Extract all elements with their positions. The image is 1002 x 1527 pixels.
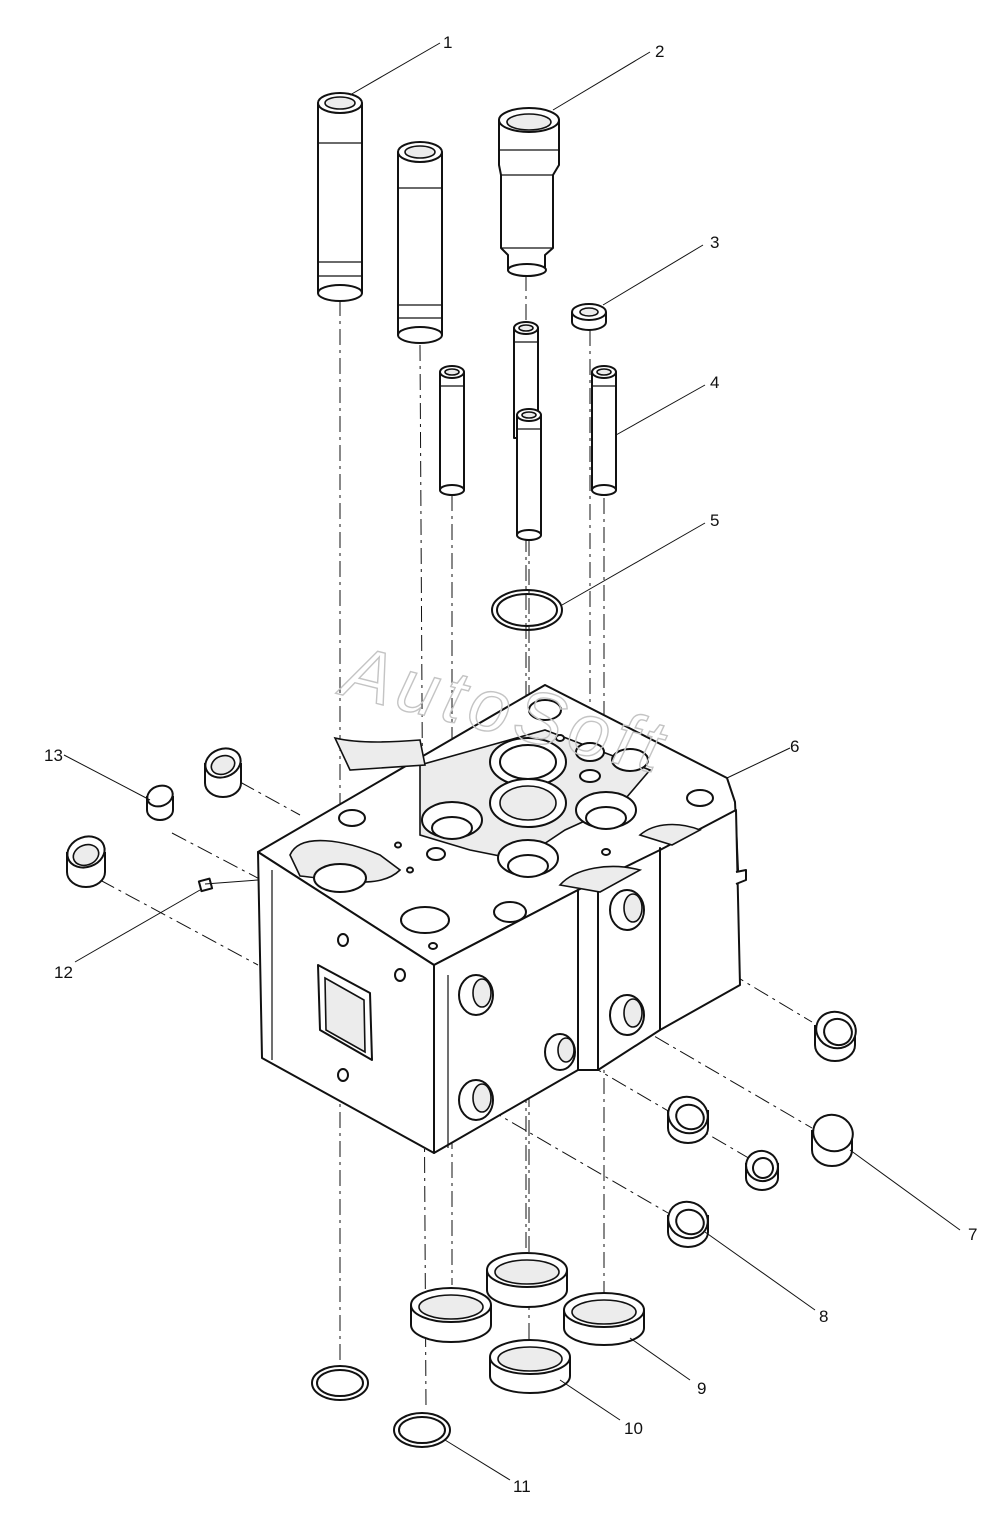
callout-11: 11 (513, 1477, 531, 1496)
nozzle-holder-sleeve-2 (498, 107, 560, 277)
callout-2: 2 (655, 42, 664, 61)
core-plug-left-lower (66, 835, 106, 888)
callout-7: 7 (968, 1225, 977, 1244)
core-plug-left-upper (204, 747, 242, 798)
valve-seat-ring-9 (563, 1292, 645, 1346)
callout-6: 6 (790, 737, 799, 756)
valve-guide-4a (439, 365, 465, 496)
plug-7 (811, 1113, 854, 1167)
injector-sleeve-1a (317, 92, 363, 302)
injector-sleeve-1b (397, 141, 443, 344)
valve-guide-4d (591, 365, 617, 496)
callout-1: 1 (443, 33, 452, 52)
callout-13: 13 (44, 746, 63, 765)
cylinder-head-6 (257, 684, 747, 1154)
seal-ring-11 (393, 1412, 451, 1448)
callout-labels: 1 2 3 4 5 6 7 8 9 10 11 12 13 (44, 33, 977, 1496)
cup-plug-mid-upper (667, 1095, 709, 1144)
plug-13 (146, 784, 174, 821)
seal-ring-3 (571, 303, 607, 331)
valve-seat-ring-b (410, 1287, 492, 1343)
callout-5: 5 (710, 511, 719, 530)
callout-12: 12 (54, 963, 73, 982)
callout-8: 8 (819, 1307, 828, 1326)
cup-plug-8 (667, 1200, 709, 1248)
pin-12 (197, 877, 214, 893)
cup-plug-small (745, 1149, 779, 1191)
callout-4: 4 (710, 373, 719, 392)
seal-ring-bottom-left (311, 1365, 369, 1401)
valve-guide-4c (516, 408, 542, 541)
cup-plug-right-upper (814, 1010, 857, 1062)
callout-9: 9 (697, 1379, 706, 1398)
valve-seat-ring-a (486, 1252, 568, 1308)
leader-lines (63, 42, 961, 1481)
callout-3: 3 (710, 233, 719, 252)
valve-seat-ring-10 (489, 1339, 571, 1394)
callout-10: 10 (624, 1419, 643, 1438)
o-ring-5 (491, 589, 563, 631)
